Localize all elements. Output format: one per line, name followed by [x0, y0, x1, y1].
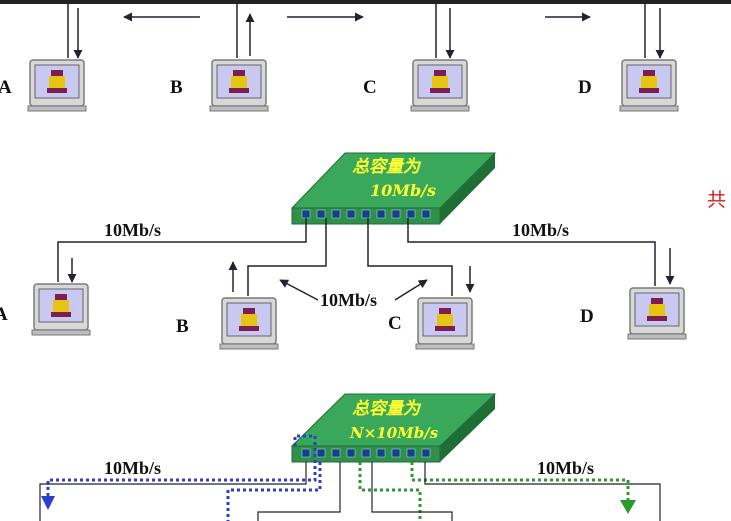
computer-icon-a2 [31, 283, 91, 336]
link-label-right: 10Mb/s [512, 220, 569, 240]
station-label-a2: A [0, 304, 8, 325]
computer-icon-c2 [415, 297, 475, 350]
link-label-left: 10Mb/s [104, 220, 161, 240]
station-label-b: B [170, 77, 183, 98]
path-green-c [358, 462, 422, 521]
computer-icon-c [410, 59, 470, 112]
hub-ports [301, 209, 431, 219]
link-switch-a [39, 462, 307, 521]
link-hub-c [367, 218, 453, 296]
station-label-c2: C [388, 313, 402, 334]
station-label-b2: B [176, 316, 189, 337]
link-switch-c [371, 462, 453, 521]
link-hub-a [57, 218, 307, 282]
path-green-d [410, 462, 630, 500]
station-label-d: D [578, 77, 592, 98]
computer-icon-b [209, 59, 269, 112]
path-blue-a [46, 434, 317, 498]
switch-link-label-right: 10Mb/s [537, 458, 594, 478]
hub-label-line-2: 10Mb/s [370, 181, 436, 200]
hub-device: 总容量为 10Mb/s [290, 152, 497, 225]
switch-label-line-2: N×10Mb/s [349, 424, 439, 442]
station-label-d2: D [580, 306, 594, 327]
arrow-green-down [620, 500, 636, 514]
bus-line [0, 0, 731, 4]
hub-label-line-1: 总容量为 [352, 157, 422, 177]
switch-device: 总容量为 N×10Mb/s [290, 393, 497, 463]
path-blue-b [226, 462, 322, 521]
switch-label-line-1: 总容量为 [352, 399, 422, 419]
section-1-bus: A B C D [0, 0, 731, 112]
computer-icon-d2 [627, 287, 687, 340]
station-label-c: C [363, 77, 377, 98]
link-label-center: 10Mb/s [320, 290, 377, 310]
arrow-to-c [394, 279, 428, 301]
section-2-hub: 总容量为 10Mb/s 10Mb/s 10Mb/s 10Mb/s A B C D… [0, 152, 726, 350]
section-3-switch: 总容量为 N×10Mb/s 10Mb/s 10Mb/s [39, 393, 661, 521]
switch-ports [301, 448, 431, 458]
computer-icon-b2 [219, 297, 279, 350]
station-label-a: A [0, 77, 12, 98]
link-switch-b [257, 462, 341, 521]
arrow-blue-down [41, 496, 55, 510]
link-hub-b [247, 218, 327, 296]
side-note: 共 [707, 189, 726, 211]
arrow-to-b [279, 279, 319, 301]
link-switch-d [424, 462, 661, 521]
computer-icon-a [27, 59, 87, 112]
computer-icon-d [619, 59, 679, 112]
link-hub-d [407, 218, 656, 286]
switch-link-label-left: 10Mb/s [104, 458, 161, 478]
